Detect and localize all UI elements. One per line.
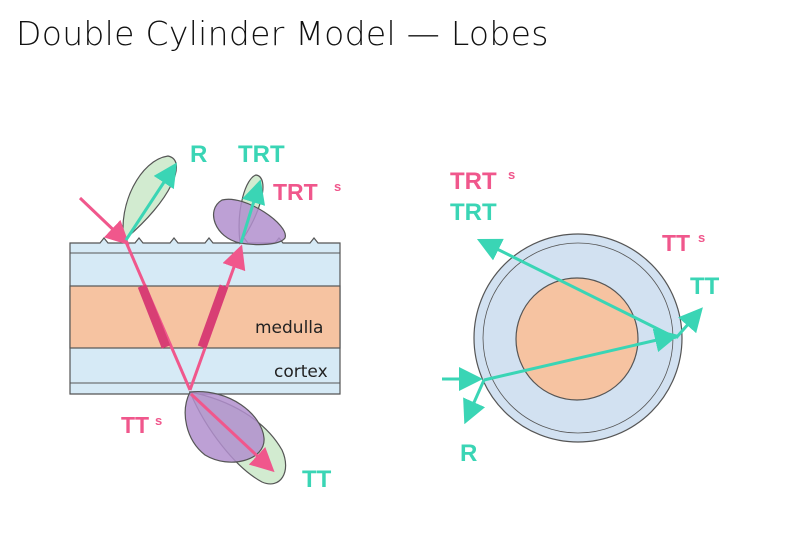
r-ray-right (463, 379, 486, 425)
right-rays (442, 238, 703, 425)
slide-title: Double Cylinder Model — Lobes (16, 14, 549, 53)
label-cortex: cortex (274, 362, 328, 382)
label-tt-s-right-sup: s (698, 230, 705, 245)
label-r-right: R (460, 440, 477, 467)
medulla-path-up (197, 284, 229, 349)
trt-path-right (476, 238, 677, 340)
label-trt-right: TRT (450, 199, 497, 226)
label-trt-s-left-sup: s (334, 179, 341, 194)
medulla-circle (515, 277, 639, 401)
label-trt-s-right: TRT (450, 168, 497, 195)
label-trt-s-left: TRT (273, 179, 318, 205)
left-rays (78, 162, 275, 473)
r-lobe (122, 155, 177, 242)
r-ray (124, 162, 177, 241)
tt-ray (189, 392, 275, 473)
label-trt-left: TRT (238, 141, 285, 168)
label-tt-s-right: TT (662, 230, 690, 256)
incident-ray (78, 196, 130, 246)
label-medulla: medulla (255, 318, 323, 338)
label-r-left: R (190, 141, 207, 168)
label-tt-s-left: TT (121, 412, 149, 438)
label-tt-left: TT (302, 466, 332, 493)
label-trt-s-right-sup: s (508, 167, 515, 182)
medulla-path-down (137, 284, 171, 349)
trt-ray (239, 179, 266, 244)
tt-ray-right (674, 307, 703, 339)
label-tt-s-left-sup: s (155, 413, 162, 428)
label-tt-right: TT (690, 273, 720, 300)
trt-s-lobe (212, 198, 286, 246)
tt-s-path-right (483, 328, 679, 382)
fiber-cross-section (473, 233, 683, 443)
